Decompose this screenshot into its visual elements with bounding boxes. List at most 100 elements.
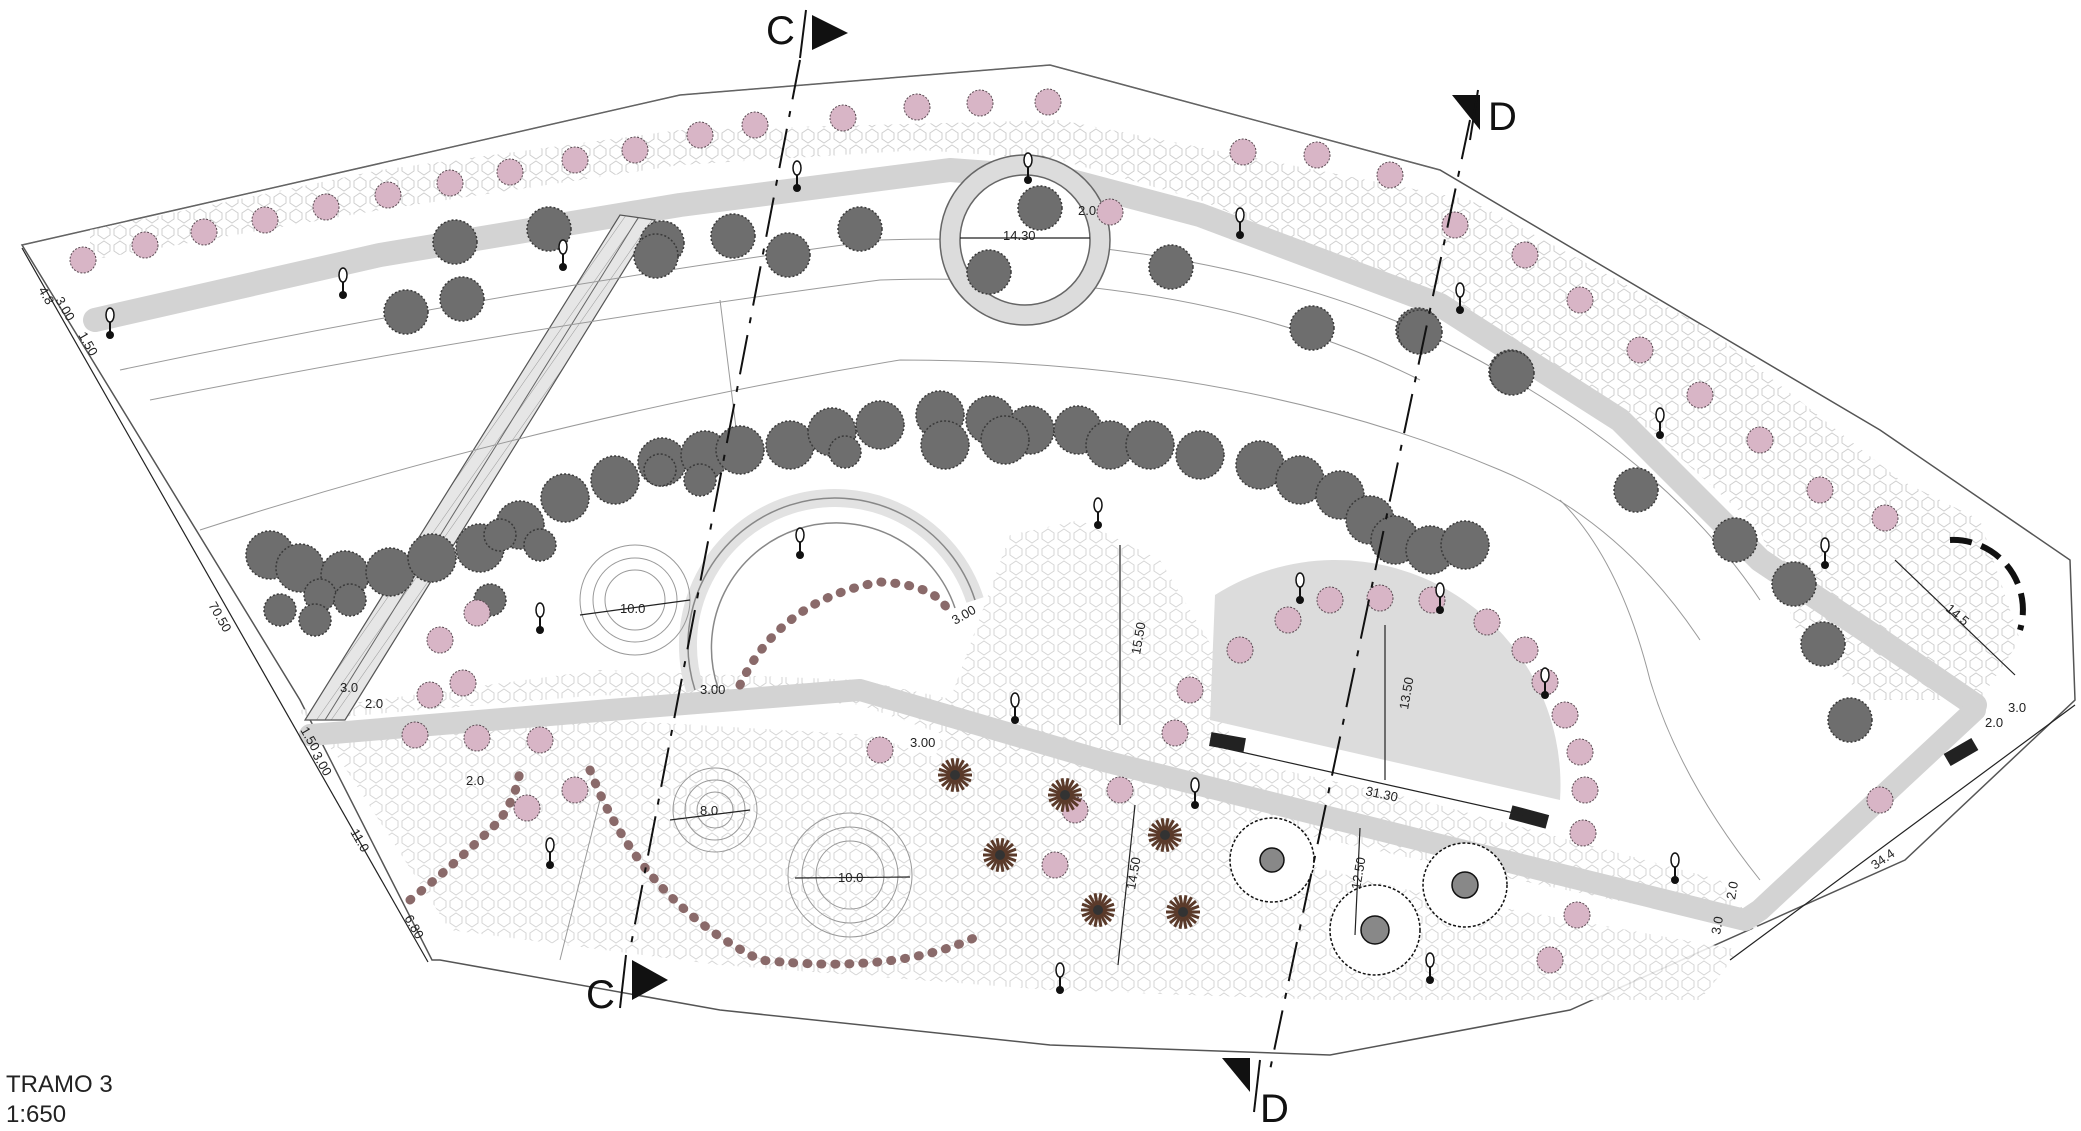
shrub-icon (561, 146, 589, 174)
tree-icon (333, 583, 367, 617)
shrub-icon (686, 121, 714, 149)
shrub-icon (966, 89, 994, 117)
lamp-icon (105, 307, 115, 339)
shrub-icon (1473, 608, 1501, 636)
shrub-icon (69, 246, 97, 274)
dotted-hedges (405, 577, 985, 969)
flower-icon (1048, 777, 1082, 813)
dim-label: 3.00 (700, 682, 725, 697)
dim-label: 13.50 (1396, 676, 1416, 711)
lamp-icon (1655, 407, 1665, 439)
shrub-icon (1566, 738, 1594, 766)
shrub-icon (401, 721, 429, 749)
trees (245, 185, 1873, 743)
lamp-icon (795, 527, 805, 559)
tree-icon (643, 453, 677, 487)
shrub-icon (1229, 138, 1257, 166)
shrub-icon (416, 681, 444, 709)
shrub-icon (131, 231, 159, 259)
dim-label: 3.00 (910, 735, 935, 750)
section-c-bottom-label: C (586, 973, 615, 1017)
section-c-top: C (766, 9, 848, 59)
shrub-icon (426, 626, 454, 654)
flower-icon (938, 757, 972, 793)
lamp-icon (1235, 207, 1245, 239)
shrub-icon (1041, 851, 1069, 879)
shrub-icon (496, 158, 524, 186)
shrub-icon (1566, 286, 1594, 314)
dim-label: 8.0 (700, 803, 718, 818)
dim-label: 70.50 (205, 599, 234, 635)
shrub-icon (1551, 701, 1579, 729)
dim-label: 14.50 (1123, 856, 1143, 891)
lamp-icon (1010, 692, 1020, 724)
lamp-icon (535, 602, 545, 634)
shrub-icon (741, 111, 769, 139)
flower-icon (1166, 894, 1200, 930)
lamp-icon (1055, 962, 1065, 994)
dim-label: 10.0 (838, 870, 863, 885)
shrub-icon (1563, 901, 1591, 929)
flower-icon (1148, 817, 1182, 853)
tree-icon (1148, 244, 1194, 290)
shrub-icon (513, 794, 541, 822)
tree-icon (1017, 185, 1063, 231)
lamp-icon (1540, 667, 1550, 699)
tree-icon (540, 473, 590, 523)
flower-icon (983, 837, 1017, 873)
shrub-icon (1176, 676, 1204, 704)
tree-icon (920, 420, 970, 470)
tree-icon (710, 213, 756, 259)
tree-icon (439, 276, 485, 322)
tree-icon (298, 603, 332, 637)
shrub-icon (1441, 211, 1469, 239)
shrub-icon (1303, 141, 1331, 169)
shrub-icon (561, 776, 589, 804)
shrub-icon (1316, 586, 1344, 614)
dim-label: 2.0 (1985, 715, 2003, 730)
tree-icon (407, 533, 457, 583)
tree-icon (432, 219, 478, 265)
shrub-icon (1866, 786, 1894, 814)
shrub-icon (1871, 504, 1899, 532)
shrub-icon (1274, 606, 1302, 634)
shrub-icon (1226, 636, 1254, 664)
tree-icon (683, 463, 717, 497)
dim-label: 3.0 (1708, 915, 1726, 935)
lamp-icon (1435, 582, 1445, 614)
tree-icon (1712, 517, 1758, 563)
tree-icon (715, 425, 765, 475)
dim-label: 2.0 (1078, 203, 1096, 218)
shrub-icon (463, 724, 491, 752)
lamp-icon (1820, 537, 1830, 569)
tree-icon (765, 420, 815, 470)
lamp-icon (1190, 777, 1200, 809)
shrub-icon (1626, 336, 1654, 364)
section-d-bottom-label: D (1260, 1087, 1289, 1131)
lamps (105, 152, 1830, 994)
tree-icon (765, 232, 811, 278)
shrub-icon (1571, 776, 1599, 804)
shade-structures (1229, 817, 1508, 976)
flower-planters (938, 757, 1200, 930)
section-c-bottom: C (586, 954, 668, 1017)
shrub-icon (903, 93, 931, 121)
viewpoint-arc (1949, 536, 2026, 631)
tree-icon (1397, 309, 1443, 355)
tree-icon (523, 528, 557, 562)
shrub-icon (312, 193, 340, 221)
shrub-icon (621, 136, 649, 164)
shrub-icon (1161, 719, 1189, 747)
shrub-icon (1106, 776, 1134, 804)
tree-icon (1125, 420, 1175, 470)
tree-icon (980, 415, 1030, 465)
tree-icon (837, 206, 883, 252)
dim-label: 3.0 (2008, 700, 2026, 715)
section-d-top-label: D (1488, 95, 1517, 139)
tree-icon (855, 400, 905, 450)
shrub-icon (1511, 241, 1539, 269)
tree-icon (383, 289, 429, 335)
dim-label: 12.50 (1348, 856, 1368, 891)
tree-icon (1613, 467, 1659, 513)
tree-icon (1800, 621, 1846, 667)
